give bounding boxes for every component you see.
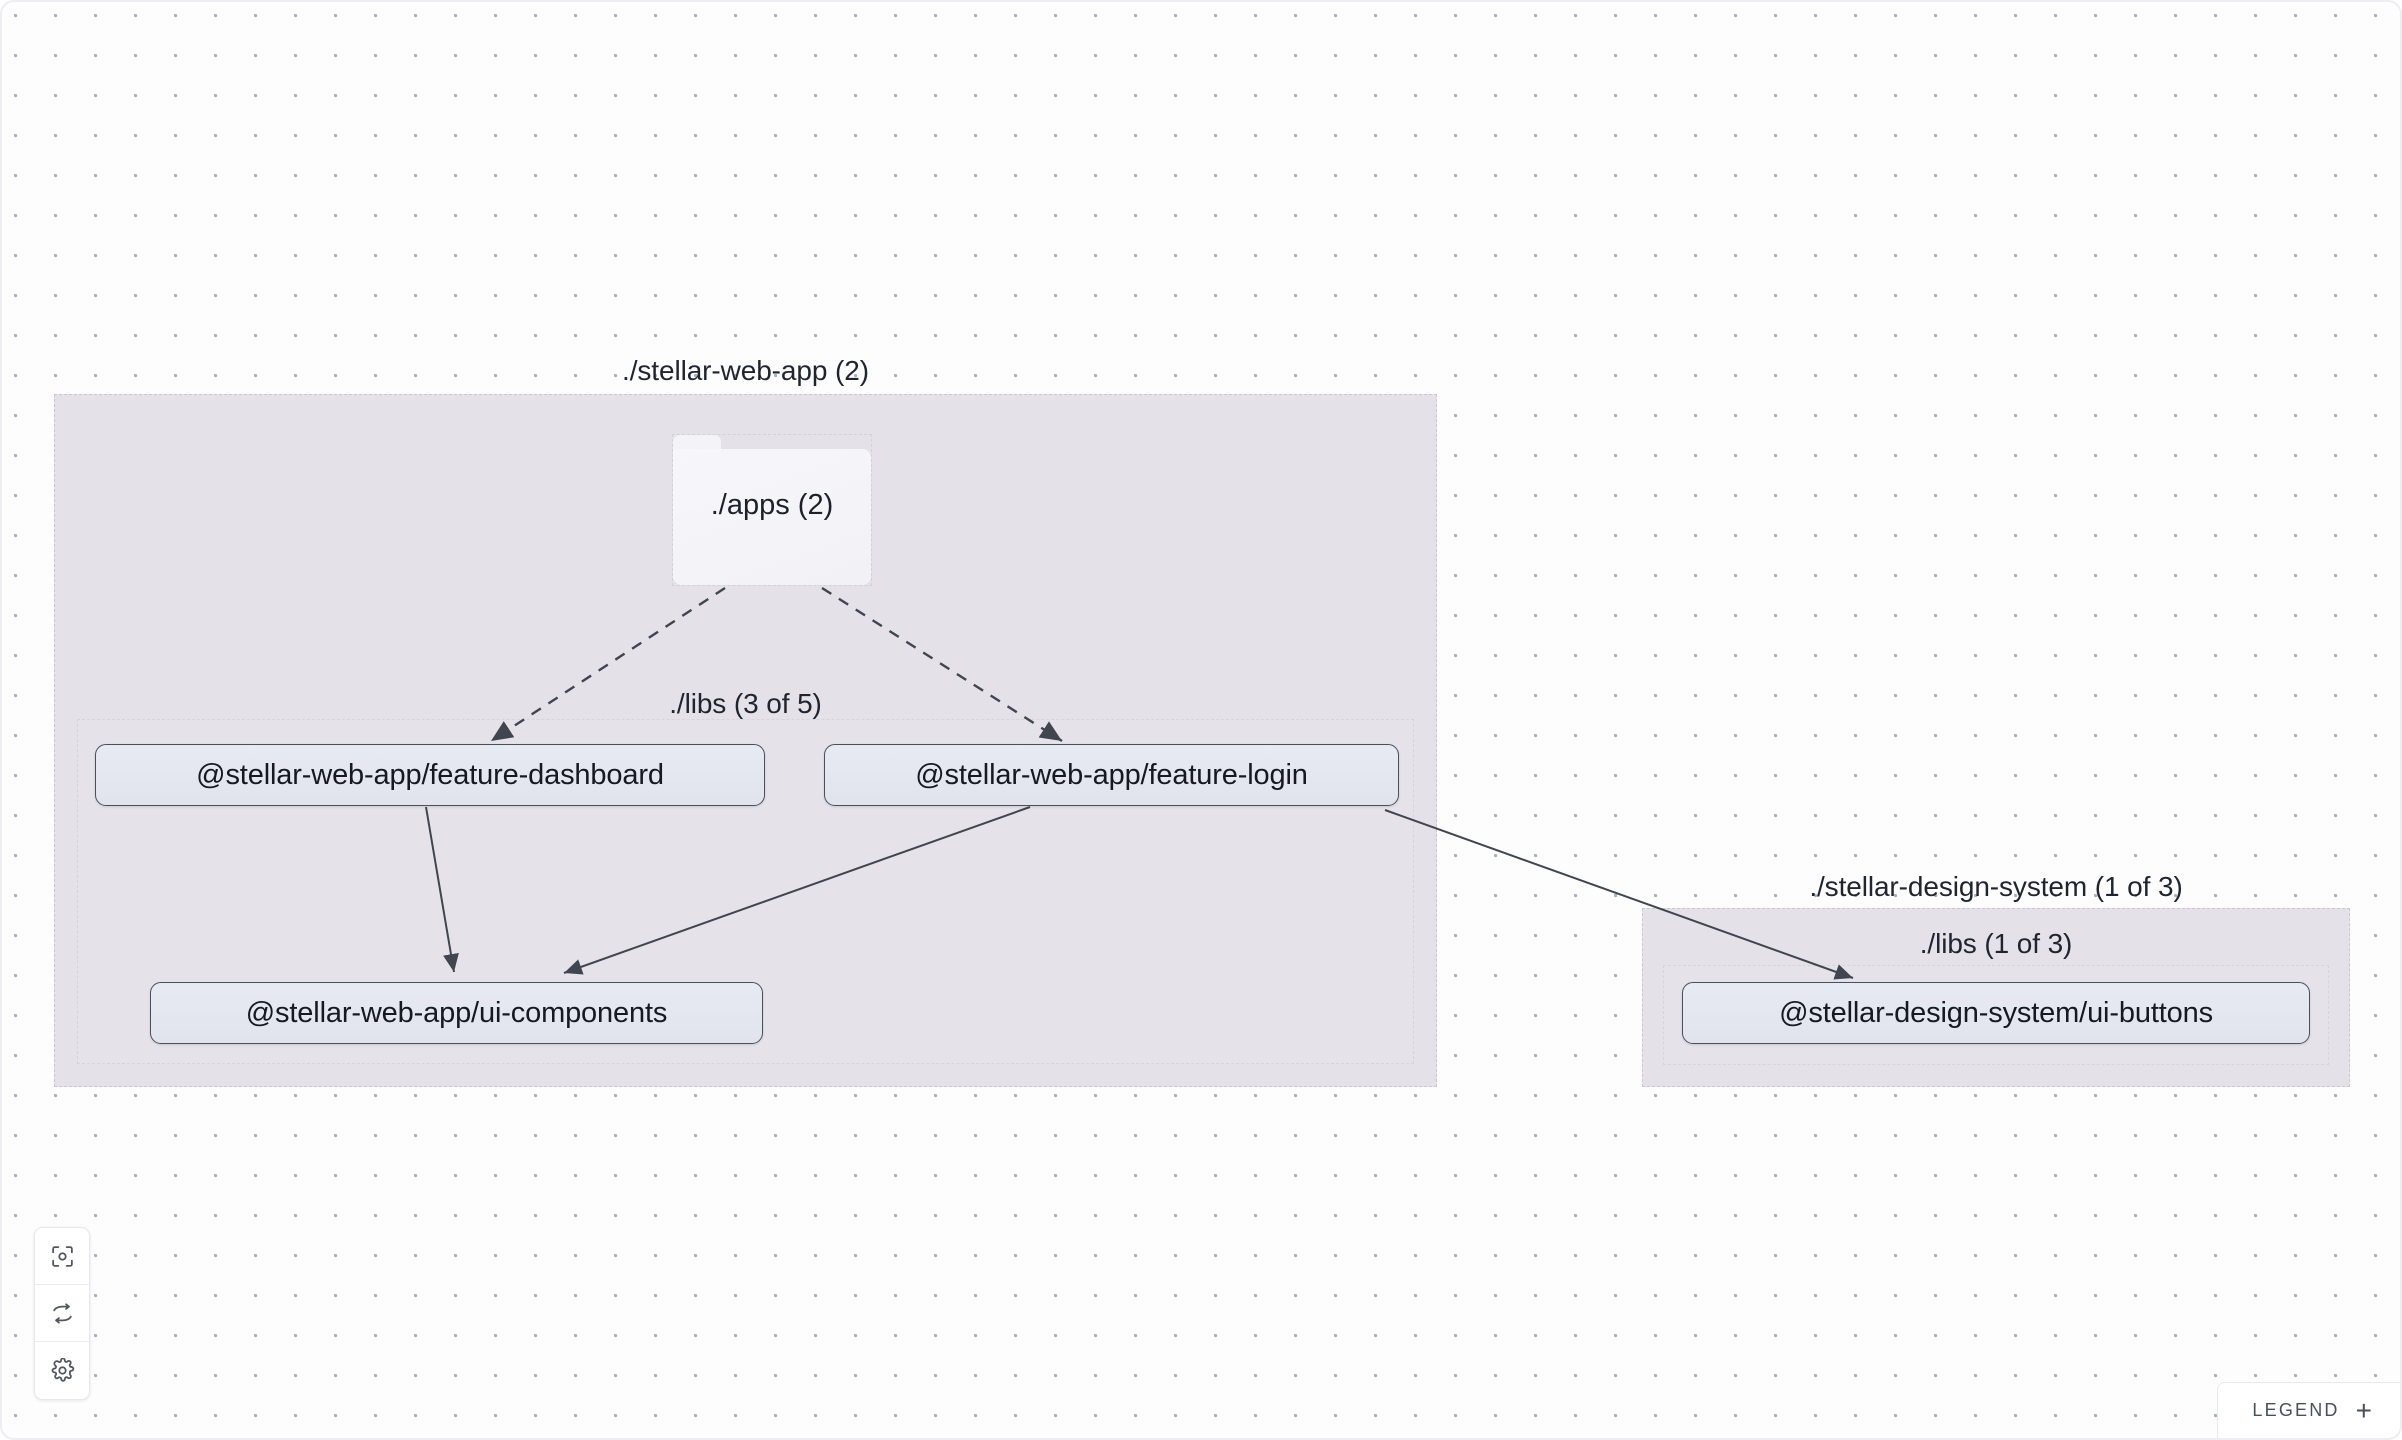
legend-label: LEGEND: [2252, 1400, 2340, 1420]
node-feature-login-label: @stellar-web-app/feature-login: [915, 758, 1308, 791]
folder-tab-icon: [673, 435, 721, 453]
legend-toggle[interactable]: LEGEND +: [2217, 1382, 2400, 1438]
node-feature-login[interactable]: @stellar-web-app/feature-login: [824, 744, 1399, 806]
node-feature-dashboard-label: @stellar-web-app/feature-dashboard: [196, 758, 664, 791]
group-stellar-design-system-libs-label: ./libs (1 of 3): [1919, 928, 2073, 959]
group-stellar-web-app-label: ./stellar-web-app (2): [622, 355, 869, 386]
node-ui-buttons-label: @stellar-design-system/ui-buttons: [1779, 996, 2213, 1029]
node-ui-components[interactable]: @stellar-web-app/ui-components: [150, 982, 763, 1044]
refresh-icon: [50, 1301, 75, 1326]
refresh-graph-button[interactable]: [35, 1285, 89, 1342]
folder-body: ./apps (2): [673, 449, 871, 585]
folder-node-apps[interactable]: ./apps (2): [672, 434, 872, 586]
node-ui-buttons[interactable]: @stellar-design-system/ui-buttons: [1682, 982, 2310, 1044]
node-feature-dashboard[interactable]: @stellar-web-app/feature-dashboard: [95, 744, 765, 806]
graph-settings-button[interactable]: [35, 1342, 89, 1399]
group-stellar-web-app-libs-label: ./libs (3 of 5): [669, 688, 822, 719]
group-stellar-design-system-label: ./stellar-design-system (1 of 3): [1809, 871, 2183, 902]
graph-controls[interactable]: [34, 1227, 90, 1400]
node-ui-components-label: @stellar-web-app/ui-components: [245, 996, 668, 1029]
gear-icon: [50, 1358, 75, 1383]
focus-graph-button[interactable]: [35, 1228, 89, 1285]
plus-icon: +: [2355, 1394, 2372, 1426]
folder-node-apps-label: ./apps (2): [710, 489, 834, 521]
focus-target-icon: [50, 1244, 75, 1269]
